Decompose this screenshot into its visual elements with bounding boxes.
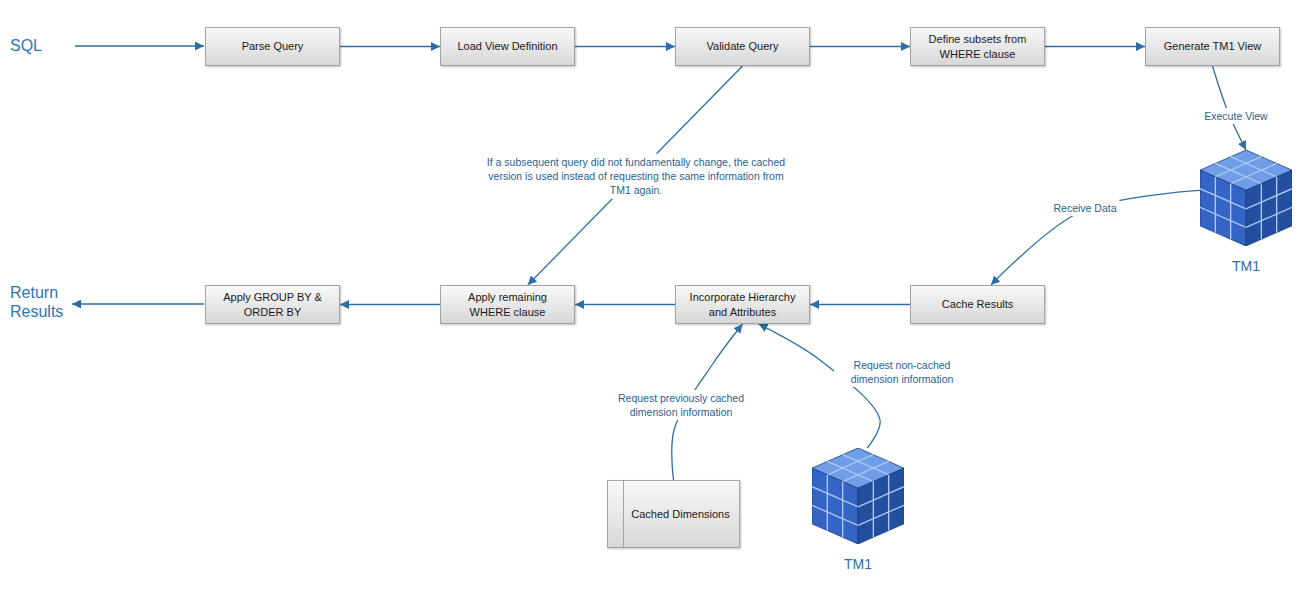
- process-box: Cache Results: [910, 285, 1045, 324]
- process-box: Incorporate Hierarchy and Attributes: [675, 285, 810, 324]
- flow-arrow: [575, 46, 675, 47]
- process-box: Generate TM1 View: [1145, 27, 1280, 66]
- cube-grid: [1246, 207, 1292, 227]
- box-text: Validate Query: [707, 39, 779, 53]
- cube-face: [1246, 170, 1292, 246]
- cube-drawing: [1200, 150, 1292, 246]
- cube-face: [858, 468, 904, 544]
- flow-arrow: [575, 304, 675, 305]
- process-box: Apply GROUP BY & ORDER BY: [205, 285, 340, 324]
- cube-grid: [812, 487, 858, 507]
- flow-arrow: [991, 190, 1200, 285]
- edge-label: Request non-cached dimension information: [834, 357, 970, 387]
- cube-grid: [888, 475, 889, 531]
- cube-icon: TM1: [1200, 150, 1292, 246]
- cube-face: [812, 468, 858, 544]
- cube-grid: [1230, 184, 1231, 240]
- box-text: Load View Definition: [457, 39, 557, 53]
- flow-arrow: [340, 304, 440, 305]
- edge-label: Request previously cached dimension info…: [598, 390, 764, 420]
- process-box: Load View Definition: [440, 27, 575, 66]
- process-box: Define subsets from WHERE clause: [910, 27, 1045, 66]
- output-arrow: [72, 303, 204, 304]
- edge-label: Receive Data: [1050, 200, 1119, 216]
- box-text: Apply GROUP BY & ORDER BY: [214, 290, 331, 319]
- box-text: Apply remaining WHERE clause: [449, 290, 566, 319]
- cube-grid: [842, 482, 843, 538]
- process-box: Apply remaining WHERE clause: [440, 285, 575, 324]
- flow-arrow: [340, 46, 440, 47]
- box-text: Parse Query: [242, 39, 304, 53]
- cube-grid: [1200, 207, 1246, 227]
- cube-label: TM1: [1232, 258, 1260, 274]
- edge-label: If a subsequent query did not fundamenta…: [483, 154, 789, 199]
- process-box: Validate Query: [675, 27, 810, 66]
- process-box: Parse Query: [205, 27, 340, 66]
- cube-grid: [1215, 177, 1216, 233]
- cube-grid: [1200, 189, 1246, 209]
- box-text: Cached Dimensions: [631, 507, 729, 521]
- flow-arrow: [810, 46, 910, 47]
- storage-box: Cached Dimensions: [607, 480, 740, 548]
- cube-grid: [858, 487, 904, 507]
- cube-grid: [1261, 184, 1262, 240]
- storage-bar: [623, 481, 624, 547]
- edge-label: Execute View: [1201, 108, 1270, 124]
- cube-grid: [1246, 189, 1292, 209]
- box-text: Define subsets from WHERE clause: [919, 32, 1036, 61]
- box-text: Cache Results: [942, 297, 1014, 311]
- cube-grid: [873, 482, 874, 538]
- flow-arrow: [1045, 46, 1145, 47]
- box-text: Generate TM1 View: [1164, 39, 1261, 53]
- cube-grid: [858, 505, 904, 525]
- flow-terminal-label: Return Results: [10, 283, 74, 321]
- cube-grid: [827, 475, 828, 531]
- cube-grid: [812, 505, 858, 525]
- input-arrow: [75, 45, 204, 46]
- cube-icon: TM1: [812, 448, 904, 544]
- flow-arrow: [810, 304, 910, 305]
- cube-label: TM1: [844, 556, 872, 572]
- cube-drawing: [812, 448, 904, 544]
- box-text: Incorporate Hierarchy and Attributes: [684, 290, 801, 319]
- cube-face: [1200, 170, 1246, 246]
- cube-grid: [1276, 177, 1277, 233]
- flow-terminal-label: SQL: [10, 36, 70, 55]
